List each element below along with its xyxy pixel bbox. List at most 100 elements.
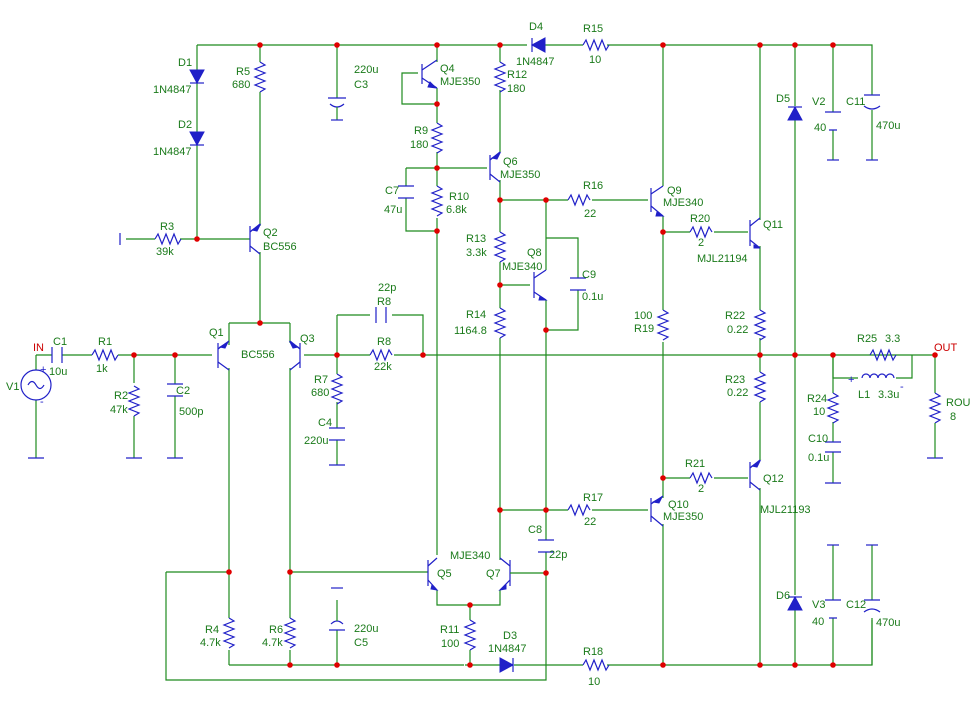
Q8-symbol bbox=[533, 269, 548, 301]
R18-symbol bbox=[582, 658, 610, 672]
Q11-ref: Q11 bbox=[763, 219, 783, 231]
R13-symbol bbox=[493, 231, 507, 263]
R17-ref: R17 bbox=[583, 492, 603, 504]
R2-ref: R2 bbox=[114, 390, 128, 402]
L1-minus-sign: - bbox=[900, 381, 904, 393]
Q11-value: MJL21194 bbox=[697, 253, 748, 265]
C12-ref: C12 bbox=[846, 599, 866, 611]
R23-value: 0.22 bbox=[727, 387, 748, 399]
R6-ref: R6 bbox=[269, 624, 283, 636]
D3-ref: D3 bbox=[503, 630, 517, 642]
wires bbox=[35, 44, 936, 681]
R12-value: 180 bbox=[507, 83, 525, 95]
C4-ref: C4 bbox=[318, 417, 332, 429]
D1-symbol bbox=[189, 69, 205, 85]
V2-symbol bbox=[825, 111, 841, 161]
Q10-symbol bbox=[650, 495, 664, 527]
R24-symbol bbox=[826, 392, 840, 424]
C8-symbol bbox=[538, 539, 554, 553]
V3-value: 40 bbox=[812, 616, 824, 628]
C11-symbol bbox=[863, 94, 881, 161]
R11-ref: R11 bbox=[440, 624, 459, 636]
C2-value: 500p bbox=[179, 406, 203, 418]
R18-value: 10 bbox=[588, 676, 600, 688]
Q10-value: MJE350 bbox=[663, 511, 703, 523]
C12-symbol bbox=[863, 544, 881, 613]
R21-value: 2 bbox=[698, 483, 704, 495]
R8-symbol bbox=[369, 348, 393, 362]
R3-ref: R3 bbox=[160, 221, 174, 233]
R2-value: 47k bbox=[110, 404, 128, 416]
R1-value: 1k bbox=[96, 363, 108, 375]
R21-ref: R21 bbox=[685, 458, 705, 470]
Q3-value: BC556 bbox=[241, 349, 275, 361]
R5-symbol bbox=[253, 61, 267, 93]
R11-symbol bbox=[463, 619, 477, 651]
D2-value: 1N4847 bbox=[153, 146, 192, 158]
C12-value: 470u bbox=[876, 617, 900, 629]
R5-value: 680 bbox=[232, 79, 250, 91]
L1-plus-sign: + bbox=[848, 374, 854, 386]
L1-value: 3.3u bbox=[878, 389, 899, 401]
R25-symbol bbox=[869, 348, 897, 362]
R9-symbol bbox=[430, 122, 444, 154]
R20-value: 2 bbox=[698, 237, 704, 249]
Q4-symbol bbox=[421, 59, 438, 89]
R15-symbol bbox=[582, 38, 610, 52]
R24-ref: R24 bbox=[807, 393, 827, 405]
Q8-ref: Q8 bbox=[527, 247, 542, 259]
D3-value: 1N4847 bbox=[488, 643, 527, 655]
C4-value: 220u bbox=[304, 435, 328, 447]
R16-ref: R16 bbox=[583, 180, 603, 192]
R20-symbol bbox=[689, 225, 713, 239]
R20-ref: R20 bbox=[690, 213, 710, 225]
Q8-value: MJE340 bbox=[502, 261, 542, 273]
R14-value: 1164.8 bbox=[454, 325, 487, 337]
V1-minus-sign: - bbox=[40, 396, 44, 408]
Q2-symbol bbox=[249, 223, 262, 255]
Q6-ref: Q6 bbox=[503, 156, 518, 168]
Q9-value: MJE340 bbox=[663, 197, 703, 209]
C3-ref: C3 bbox=[354, 79, 368, 91]
D2-symbol bbox=[189, 131, 205, 147]
Q3-symbol bbox=[288, 340, 301, 371]
R25-value: 3.3 bbox=[885, 333, 900, 345]
C11-value: 470u bbox=[876, 120, 900, 132]
C2-ref: C2 bbox=[176, 385, 190, 397]
R22-symbol bbox=[753, 309, 767, 341]
V3-symbol bbox=[825, 544, 841, 619]
Q7-ref: Q7 bbox=[486, 568, 501, 580]
C6-symbol bbox=[375, 307, 387, 323]
D2-ref: D2 bbox=[178, 119, 192, 131]
Q1-symbol bbox=[217, 340, 230, 371]
C3-value: 220u bbox=[354, 64, 378, 76]
R3-value: 39k bbox=[156, 246, 174, 258]
D4-ref: D4 bbox=[529, 21, 543, 33]
D5-ref: D5 bbox=[776, 93, 790, 105]
Q12-ref: Q12 bbox=[763, 473, 784, 485]
Q2-value: BC556 bbox=[263, 241, 297, 253]
R24-value: 10 bbox=[813, 406, 825, 418]
output-port-label: OUT bbox=[934, 342, 958, 354]
R4-value: 4.7k bbox=[200, 637, 221, 649]
C7-symbol bbox=[398, 185, 414, 199]
V1-symbol bbox=[20, 369, 52, 401]
Q1-ref: Q1 bbox=[209, 327, 224, 339]
R14-ref: R14 bbox=[466, 309, 486, 321]
ROU-ref: ROU bbox=[946, 397, 971, 409]
R14-symbol bbox=[493, 307, 507, 339]
R4-ref: R4 bbox=[205, 624, 219, 636]
V3-ref: V3 bbox=[812, 599, 825, 611]
V1-plus-sign: + bbox=[40, 364, 46, 376]
R19-symbol bbox=[656, 309, 670, 341]
C6-ref: R8 bbox=[377, 296, 391, 308]
R17-symbol bbox=[567, 503, 591, 517]
Q5-symbol bbox=[427, 557, 439, 591]
junctions bbox=[131, 42, 938, 668]
V1-ref: V1 bbox=[6, 381, 19, 393]
R15-ref: R15 bbox=[583, 23, 603, 35]
C10-symbol bbox=[825, 441, 841, 453]
Q2-ref: Q2 bbox=[263, 227, 278, 239]
C1-value: 10u bbox=[49, 366, 67, 378]
R8-value: 22k bbox=[374, 361, 392, 373]
